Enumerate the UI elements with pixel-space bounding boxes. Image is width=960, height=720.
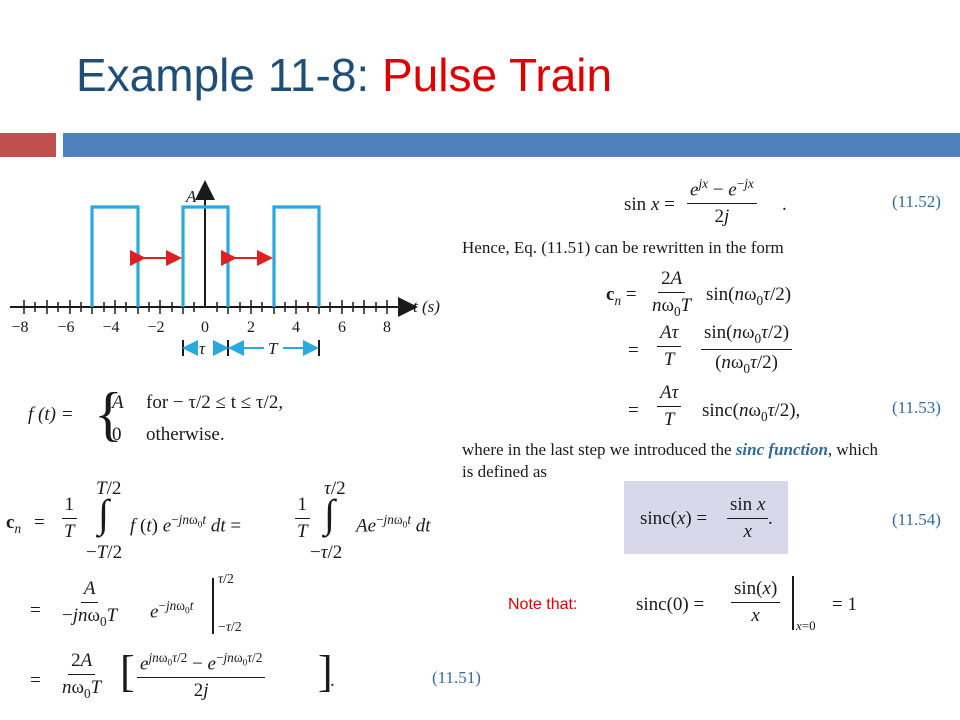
hence-text: Hence, Eq. (11.51) can be rewritten in t… xyxy=(462,238,784,257)
slide-title: Example 11-8: Pulse Train xyxy=(76,48,612,102)
tau-label: τ xyxy=(199,339,206,358)
equation-number-1151: (11.51) xyxy=(432,668,481,687)
tick-label: 8 xyxy=(383,319,391,336)
pulse-right xyxy=(272,205,321,307)
tick-label: 6 xyxy=(338,319,346,336)
note-label: Note that: xyxy=(508,596,578,613)
tick-label: −2 xyxy=(147,319,164,336)
tick-label: −8 xyxy=(11,319,28,336)
pulse-train-graph: A −8 −6 −4 −2 0 2 4 6 8 t (s) τ T xyxy=(10,180,440,358)
tick-label: 0 xyxy=(201,319,209,336)
period-label: T xyxy=(268,339,279,358)
accent-bar-red xyxy=(0,133,56,157)
time-axis-label: t (s) xyxy=(413,297,440,316)
case1-value: A xyxy=(112,392,124,413)
where-text: where in the last step we introduced the… xyxy=(462,440,878,460)
title-colon: : xyxy=(356,49,370,101)
equation-number-1154: (11.54) xyxy=(892,510,941,529)
tick-label: −4 xyxy=(102,319,119,336)
tick-label: −6 xyxy=(57,319,74,336)
accent-bar-blue xyxy=(63,133,960,157)
equation-number-1153: (11.53) xyxy=(892,398,941,417)
where-text-suffix: , which xyxy=(827,440,878,459)
sinc-definition-box xyxy=(624,481,788,554)
piecewise-lhs: f (t) = xyxy=(28,404,74,425)
defined-as-text: is defined as xyxy=(462,462,547,481)
title-topic: Pulse Train xyxy=(381,49,613,101)
equation-number-1152: (11.52) xyxy=(892,192,941,211)
sinc-function-term: sinc function xyxy=(735,440,828,459)
amplitude-label: A xyxy=(185,187,197,206)
pulse-left xyxy=(90,205,140,307)
tick-label: 4 xyxy=(292,319,300,336)
piecewise-brace: { xyxy=(94,381,123,447)
case2-value: 0 xyxy=(112,424,122,445)
case1-condition: for − τ/2 ≤ t ≤ τ/2, xyxy=(146,392,284,413)
tick-label: 2 xyxy=(247,319,255,336)
where-text-prefix: where in the last step we introduced the xyxy=(462,440,736,459)
title-example-number: Example 11-8 xyxy=(76,49,357,101)
case2-condition: otherwise. xyxy=(146,424,225,445)
